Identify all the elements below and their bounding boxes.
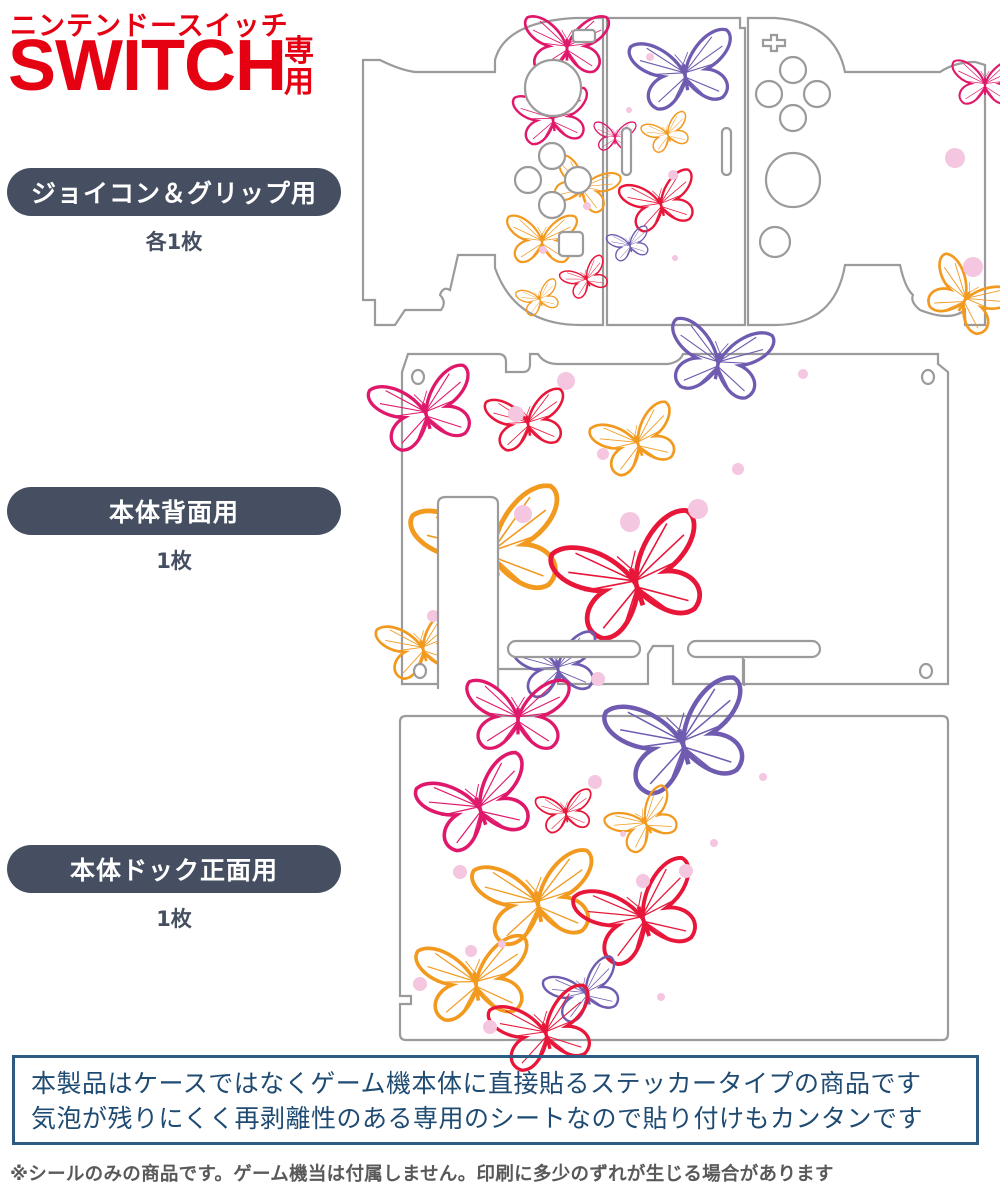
console-back-sticker-preview bbox=[364, 315, 950, 702]
product-notice-box: 本製品はケースではなくゲーム機本体に直接貼るステッカータイプの商品です 気泡が残… bbox=[12, 1055, 979, 1145]
brand-exclusive-label: 専用 bbox=[284, 34, 314, 100]
dock-front-label: 本体ドック正面用 bbox=[7, 845, 341, 893]
notice-line-1: 本製品はケースではなくゲーム機本体に直接貼るステッカータイプの商品です bbox=[31, 1069, 922, 1098]
notice-line-2: 気泡が残りにくく再剥離性のある専用のシートなので貼り付けもカンタンです bbox=[31, 1104, 924, 1133]
console-back-count: 1枚 bbox=[156, 549, 192, 573]
joycon-grip-sticker-preview bbox=[361, 14, 1000, 344]
joycon-grip-count: 各1枚 bbox=[145, 230, 203, 254]
brand-switch-title: SWITCH bbox=[8, 26, 287, 106]
disclaimer-footnote: ※シールのみの商品です。ゲーム機当は付属しません。印刷に多少のずれが生じる場合が… bbox=[10, 1164, 834, 1185]
dock-front-sticker-preview bbox=[398, 714, 950, 1078]
dock-front-count: 1枚 bbox=[156, 907, 192, 931]
brand-kana-title: ニンテンドースイッチ bbox=[10, 11, 289, 42]
joycon-grip-label: ジョイコン＆グリップ用 bbox=[7, 168, 341, 216]
console-back-label: 本体背面用 bbox=[7, 487, 341, 535]
